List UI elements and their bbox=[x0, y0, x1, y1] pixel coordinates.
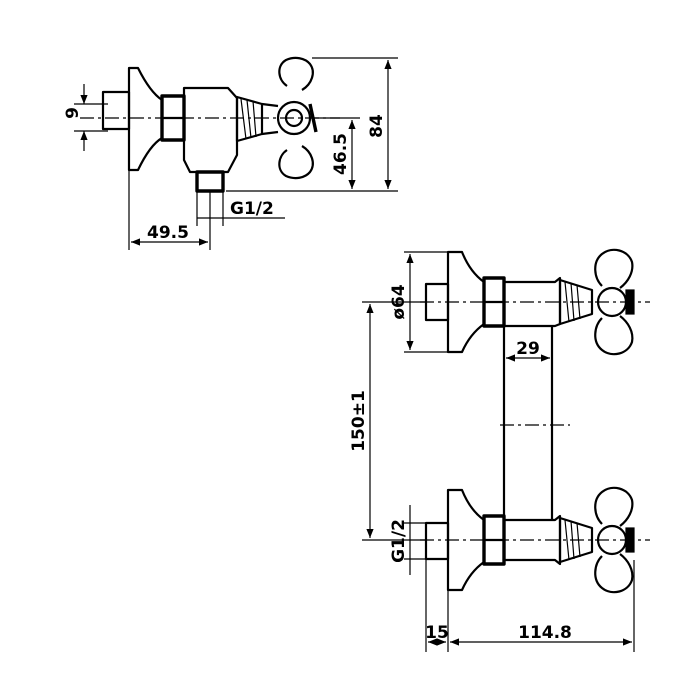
dim-side-9: 9 bbox=[63, 107, 83, 119]
front-view: ø64 29 150±1 G1/2 15 114.8 bbox=[349, 248, 650, 652]
dim-side-height-84: 84 bbox=[367, 114, 387, 138]
side-valve-body bbox=[182, 86, 239, 174]
dim-side-46-5: 46.5 bbox=[331, 133, 351, 175]
front-bottom-bonnet bbox=[558, 516, 594, 564]
front-top-bonnet bbox=[558, 278, 594, 326]
dim-side-g12: G1/2 bbox=[230, 199, 274, 219]
front-bottom-handle bbox=[594, 486, 635, 594]
dim-front-29: 29 bbox=[516, 339, 540, 359]
dim-front-114-8: 114.8 bbox=[518, 623, 572, 643]
dim-front-g12: G1/2 bbox=[389, 519, 409, 563]
dim-side-49-5: 49.5 bbox=[147, 223, 189, 243]
front-bottom-inlet bbox=[424, 521, 450, 561]
side-inlet-stub bbox=[101, 90, 131, 131]
front-top-handle bbox=[594, 248, 635, 356]
dim-front-15: 15 bbox=[425, 623, 449, 643]
side-wall-flange bbox=[127, 66, 164, 172]
side-view: 84 46.5 9 G1/2 49.5 bbox=[63, 56, 398, 250]
side-outlet bbox=[195, 170, 225, 193]
dim-front-150: 150±1 bbox=[349, 390, 369, 452]
